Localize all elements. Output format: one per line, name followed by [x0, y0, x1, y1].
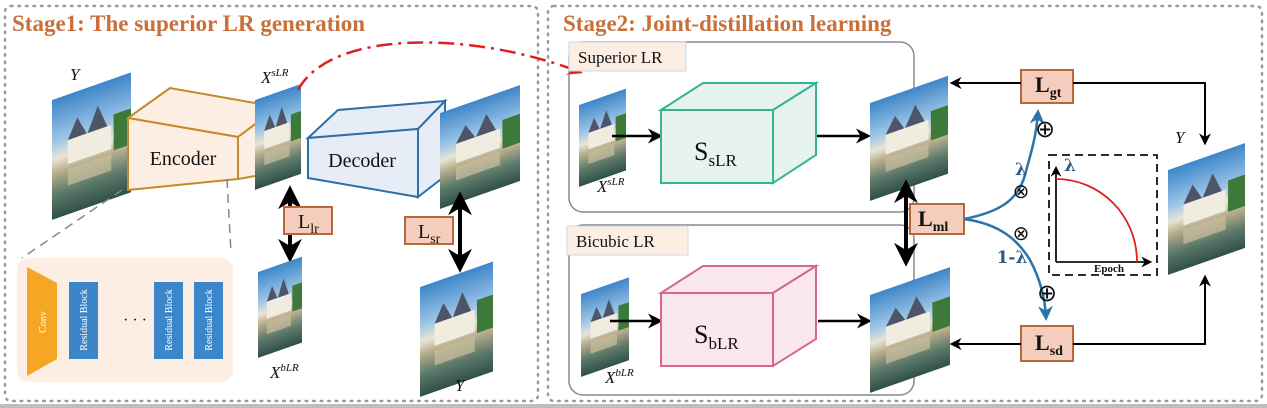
label-x-blr-stage2: XbLR: [604, 367, 634, 387]
svg-text:Lsr: Lsr: [418, 221, 441, 247]
ellipsis: · · ·: [123, 312, 147, 329]
stage1-title: Stage1: The superior LR generation: [12, 11, 365, 36]
label-y-output-stage1: Y: [455, 376, 466, 395]
plus-gt-icon: ⊕: [1035, 117, 1055, 143]
residual-block-2: [154, 282, 183, 359]
plot-decay-curve: [1055, 178, 1138, 263]
loss-sr: Lsr: [404, 216, 454, 247]
student-blr-model: SbLR: [657, 264, 820, 368]
image-y-input: Y: [52, 65, 131, 220]
image-sr-output-stage1: [440, 85, 520, 209]
student-slr-model: SsLR: [657, 81, 820, 185]
svg-text:Lsd: Lsd: [1035, 330, 1063, 359]
svg-text:Lml: Lml: [918, 206, 948, 235]
loss-gt: Lgt: [1020, 69, 1074, 104]
loss-lr: Llr: [283, 206, 333, 237]
plot-y-label: λ: [1064, 156, 1076, 176]
flow-one-minus-lambda-to-sd: [963, 217, 1053, 321]
label-x-blr-stage1: XbLR: [269, 362, 299, 382]
residual-block-2-label: Residual Block: [164, 289, 175, 350]
arrow-gt-to-y: [1073, 82, 1211, 146]
loss-ml: Lml: [909, 203, 965, 235]
stage1-border: [3, 4, 540, 403]
decoder-block: Decoder: [305, 98, 448, 200]
superior-lr-tag: Superior LR: [568, 41, 687, 72]
svg-text:SsLR: SsLR: [694, 137, 737, 170]
svg-text:Llr: Llr: [298, 211, 319, 237]
flow-lambda-to-gt: [963, 109, 1045, 221]
label-y-input: Y: [70, 65, 81, 84]
image-y-output-stage1: Y: [420, 261, 493, 397]
image-x-blr-stage1: XbLR: [258, 256, 302, 382]
bicubic-lr-tag: Bicubic LR: [566, 225, 689, 256]
stage1-panel: Stage1: The superior LR generation Y Enc…: [3, 4, 540, 403]
weight-one-minus-lambda: 1-λ: [997, 248, 1028, 268]
transfer-arrow: [296, 41, 583, 91]
conv-label: Conv: [38, 311, 49, 333]
residual-block-3: [194, 282, 223, 359]
svg-text:Superior LR: Superior LR: [578, 48, 663, 67]
stage2-border: [546, 4, 1264, 403]
multiply-lambda-icon: ⊗: [1013, 181, 1030, 203]
image-x-slr-stage2: XsLR: [579, 88, 626, 196]
image-x-blr-stage2: XbLR: [581, 277, 634, 387]
encoder-detail-panel: Conv Residual Block · · · Residual Block…: [17, 258, 233, 382]
arrow-sd-from-y: [1073, 274, 1211, 345]
image-output-blr: [870, 267, 950, 393]
image-output-slr: [870, 75, 948, 201]
svg-text:Lgt: Lgt: [1035, 72, 1062, 101]
svg-text:SbLR: SbLR: [694, 320, 739, 353]
residual-block-3-label: Residual Block: [204, 289, 215, 350]
svg-text:Bicubic LR: Bicubic LR: [576, 232, 656, 251]
lambda-schedule-plot: λ Epoch: [1048, 154, 1158, 276]
conv-layer: [27, 267, 57, 376]
weight-lambda: λ: [1015, 160, 1027, 180]
label-x-slr-stage2: XsLR: [596, 176, 625, 196]
label-y-stage2: Y: [1175, 128, 1186, 147]
residual-block-1: [69, 282, 98, 359]
stage2-panel: Stage2: Joint-distillation learning Supe…: [546, 4, 1264, 403]
image-y-target-stage2: Y: [1168, 128, 1245, 275]
image-x-slr-stage1: XsLR: [255, 67, 301, 190]
stage2-title: Stage2: Joint-distillation learning: [563, 11, 892, 36]
residual-block-1-label: Residual Block: [79, 289, 90, 350]
bottom-divider: [0, 404, 1267, 408]
decoder-label: Decoder: [328, 150, 396, 172]
encoder-label: Encoder: [150, 148, 217, 170]
detail-connector-right: [226, 178, 232, 254]
plot-x-label: Epoch: [1094, 263, 1124, 275]
label-x-slr-stage1: XsLR: [260, 67, 289, 87]
detail-connector-left: [21, 189, 123, 259]
multiply-one-minus-lambda-icon: ⊗: [1013, 223, 1030, 245]
plus-sd-icon: ⊕: [1037, 281, 1057, 307]
loss-sd: Lsd: [1020, 325, 1074, 362]
